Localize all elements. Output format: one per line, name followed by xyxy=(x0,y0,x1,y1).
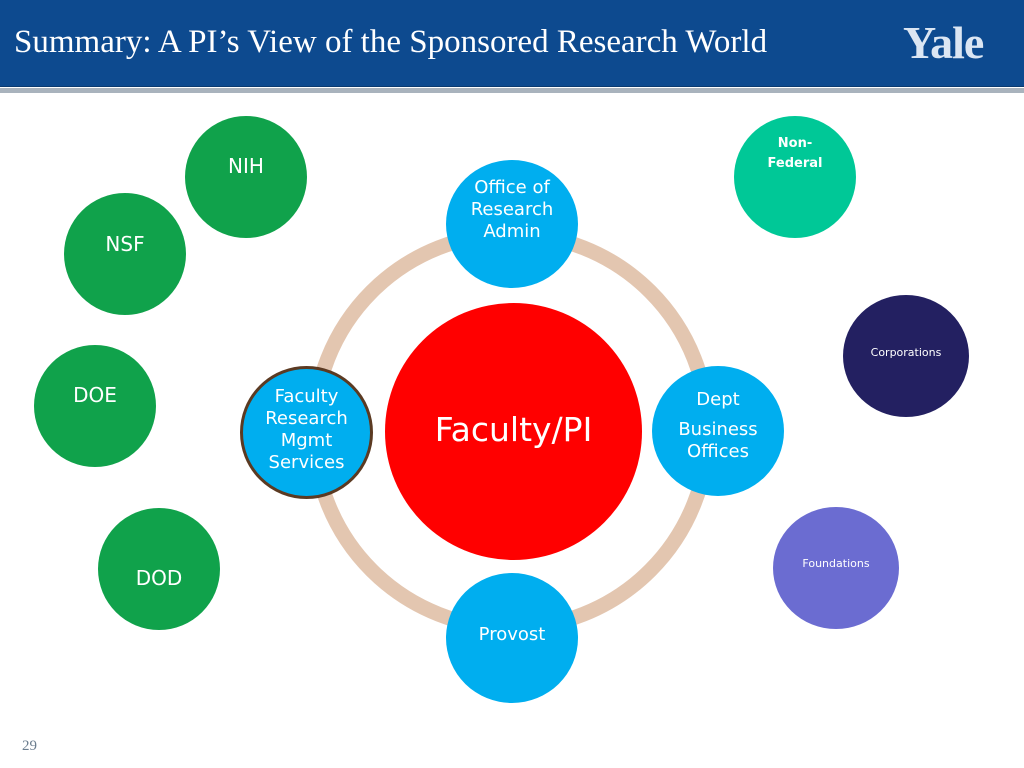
page-number: 29 xyxy=(22,738,37,754)
office-research-admin-label: Office of Research Admin xyxy=(470,177,554,242)
sponsor-dod: DOD xyxy=(98,508,220,630)
sponsor-nih-label: NIH xyxy=(228,154,264,178)
office-provost-label: Provost xyxy=(478,624,546,645)
office-faculty-research-mgmt: Faculty Research Mgmt Services xyxy=(240,366,373,499)
yale-logo: Yale xyxy=(903,17,984,68)
center-label: Faculty/PI xyxy=(434,410,593,449)
slide-title: Summary: A PI’s View of the Sponsored Re… xyxy=(14,24,768,60)
office-dept-label: Dept xyxy=(696,389,740,410)
sponsor-corporations-label: Corporations xyxy=(870,345,942,359)
sponsor-non-federal: Non-Federal xyxy=(734,116,856,238)
office-faculty-research-mgmt-label: Faculty Research Mgmt Services xyxy=(265,385,348,473)
sponsor-non-federal-label: Non-Federal xyxy=(767,136,823,171)
sponsor-nsf-label: NSF xyxy=(105,232,145,256)
title-bar: Summary: A PI’s View of the Sponsored Re… xyxy=(0,0,1024,87)
office-dept-business: Dept Business Offices xyxy=(652,366,784,496)
office-research-admin: Office of Research Admin xyxy=(446,160,578,288)
sponsor-nsf: NSF xyxy=(64,193,186,315)
sponsor-doe-label: DOE xyxy=(73,383,117,407)
office-business-offices-label: Business Offices xyxy=(678,419,758,462)
sponsor-doe: DOE xyxy=(34,345,156,467)
sponsor-foundations-label: Foundations xyxy=(802,556,870,570)
sponsor-foundations: Foundations xyxy=(773,507,899,629)
sponsor-dod-label: DOD xyxy=(135,566,183,590)
office-provost: Provost xyxy=(446,573,578,703)
sponsor-corporations: Corporations xyxy=(843,295,969,417)
center-faculty-pi: Faculty/PI xyxy=(385,303,642,560)
header-divider xyxy=(0,88,1024,93)
sponsor-nih: NIH xyxy=(185,116,307,238)
